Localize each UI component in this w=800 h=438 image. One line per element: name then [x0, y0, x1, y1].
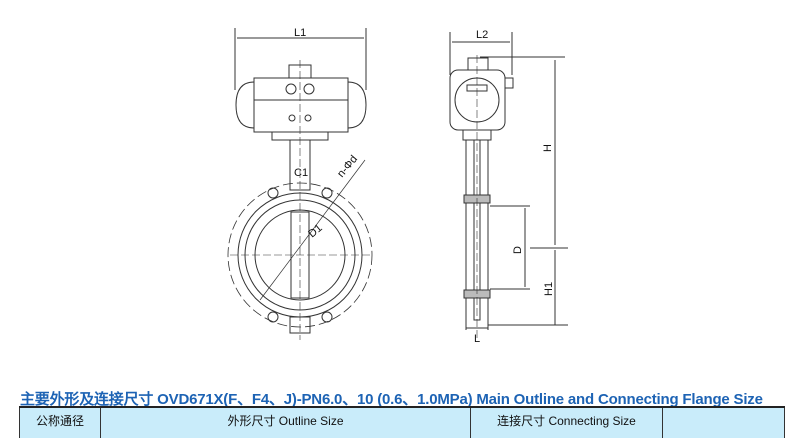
actuator-left-cap [235, 81, 255, 129]
header-nominal-diameter: 公称通径 [19, 408, 100, 438]
dim-c1-label: C1 [294, 167, 308, 179]
section-title: 主要外形及连接尺寸 OVD671X(F、F4、J)-PN6.0、10 (0.6、… [20, 391, 763, 408]
valve-technical-drawing: L1 C1 D1 n-Φd L2 [227, 27, 568, 345]
dim-d-label: D [512, 246, 524, 254]
dim-l1-label: L1 [294, 27, 306, 39]
dim-n-phi-d-label: n-Φd [335, 153, 360, 180]
dim-h-label: H [542, 144, 554, 152]
dimension-table-header: 公称通径 外形尺寸 Outline Size 连接尺寸 Connecting S… [19, 406, 785, 438]
header-connecting-size: 连接尺寸 Connecting Size [470, 408, 662, 438]
dim-h1-label: H1 [543, 282, 555, 296]
header-extra [662, 408, 785, 438]
actuator-right-cap [347, 81, 367, 129]
dim-l-label: L [474, 333, 480, 345]
gearbox-body [449, 69, 506, 131]
dim-l2-label: L2 [476, 29, 488, 41]
side-view: L2 H H1 D L [449, 29, 568, 345]
front-view: L1 C1 D1 n-Φd [227, 27, 373, 340]
actuator-body [253, 77, 349, 133]
header-outline-size: 外形尺寸 Outline Size [100, 408, 470, 438]
